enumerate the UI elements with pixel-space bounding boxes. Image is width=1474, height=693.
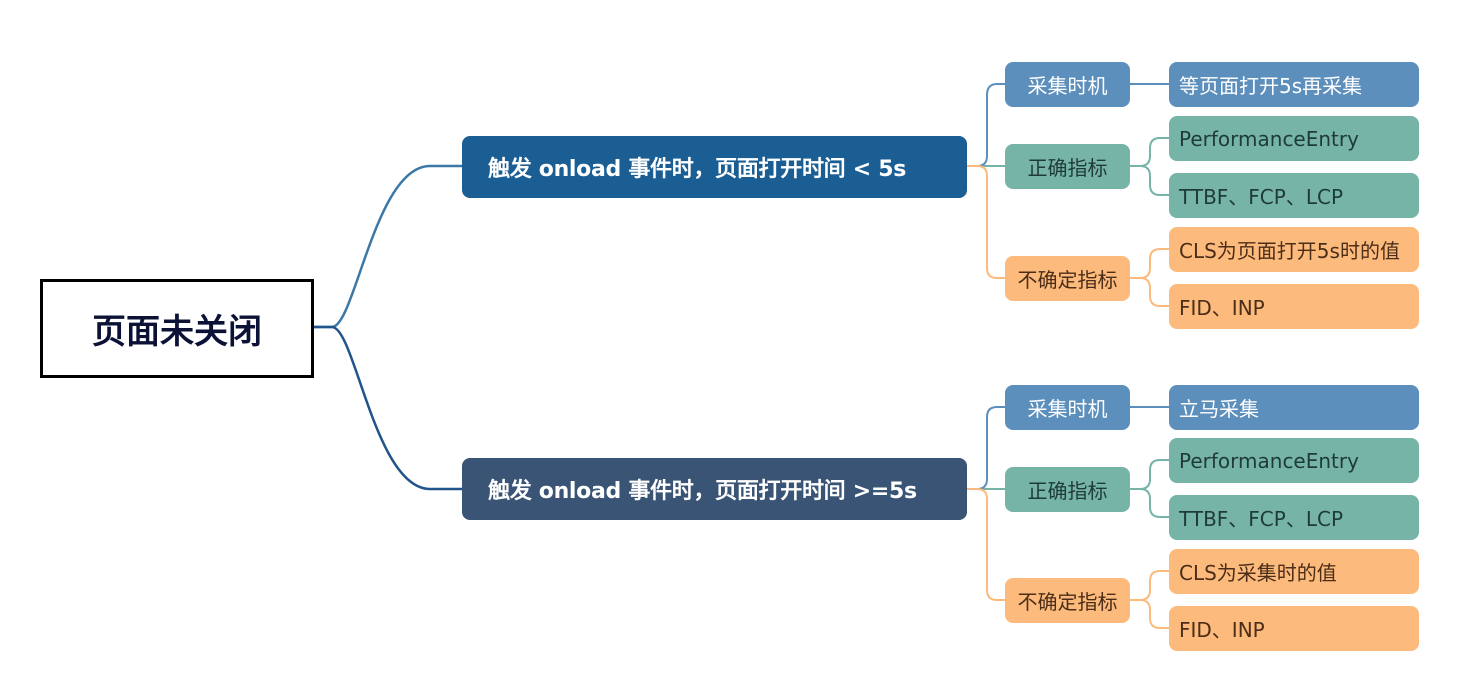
branch-2-uncertain-leaf-1[interactable]: CLS为采集时的值 [1169,549,1419,594]
b2-to-timing-line [967,406,1005,490]
b1-to-timing-line [967,83,1005,167]
branch-1-uncertain-leaf-1[interactable]: CLS为页面打开5s时的值 [1169,227,1419,272]
b1-correct-leaf2-line [1130,165,1169,196]
branch-2-correct-leaf-2[interactable]: TTBF、FCP、LCP [1169,495,1419,540]
branch-node-gte-5s[interactable]: 触发 onload 事件时，页面打开时间 >=5s [462,458,967,520]
branch-node-lt-5s[interactable]: 触发 onload 事件时，页面打开时间 < 5s [462,136,967,198]
root-to-branch-1-line [314,164,462,329]
branch-2-timing-leaf[interactable]: 立马采集 [1169,385,1419,430]
root-node[interactable]: 页面未关闭 [40,279,314,378]
b2-uncertain-leaf1-line [1130,570,1169,601]
branch-1-correct-leaf-2[interactable]: TTBF、FCP、LCP [1169,173,1419,218]
branch-2-timing-node[interactable]: 采集时机 [1005,385,1130,430]
b1-uncertain-leaf1-line [1130,248,1169,279]
branch-1-timing-leaf[interactable]: 等页面打开5s再采集 [1169,62,1419,107]
b2-correct-leaf1-line [1130,459,1169,490]
root-to-branch-2-line [314,325,462,491]
branch-1-timing-node[interactable]: 采集时机 [1005,62,1130,107]
branch-1-uncertain-metrics-node[interactable]: 不确定指标 [1005,256,1130,301]
branch-1-uncertain-leaf-2[interactable]: FID、INP [1169,284,1419,329]
branch-2-correct-leaf-1[interactable]: PerformanceEntry [1169,438,1419,483]
branch-1-correct-metrics-node[interactable]: 正确指标 [1005,144,1130,189]
b1-uncertain-leaf2-line [1130,277,1169,307]
branch-2-correct-metrics-node[interactable]: 正确指标 [1005,467,1130,512]
b2-uncertain-leaf2-line [1130,599,1169,629]
branch-1-correct-leaf-1[interactable]: PerformanceEntry [1169,116,1419,161]
branch-2-uncertain-metrics-node[interactable]: 不确定指标 [1005,578,1130,623]
b1-correct-leaf1-line [1130,137,1169,167]
b2-to-uncertain-line [967,488,1005,601]
b2-correct-leaf2-line [1130,488,1169,518]
branch-2-uncertain-leaf-2[interactable]: FID、INP [1169,606,1419,651]
b1-to-uncertain-line [967,165,1005,279]
